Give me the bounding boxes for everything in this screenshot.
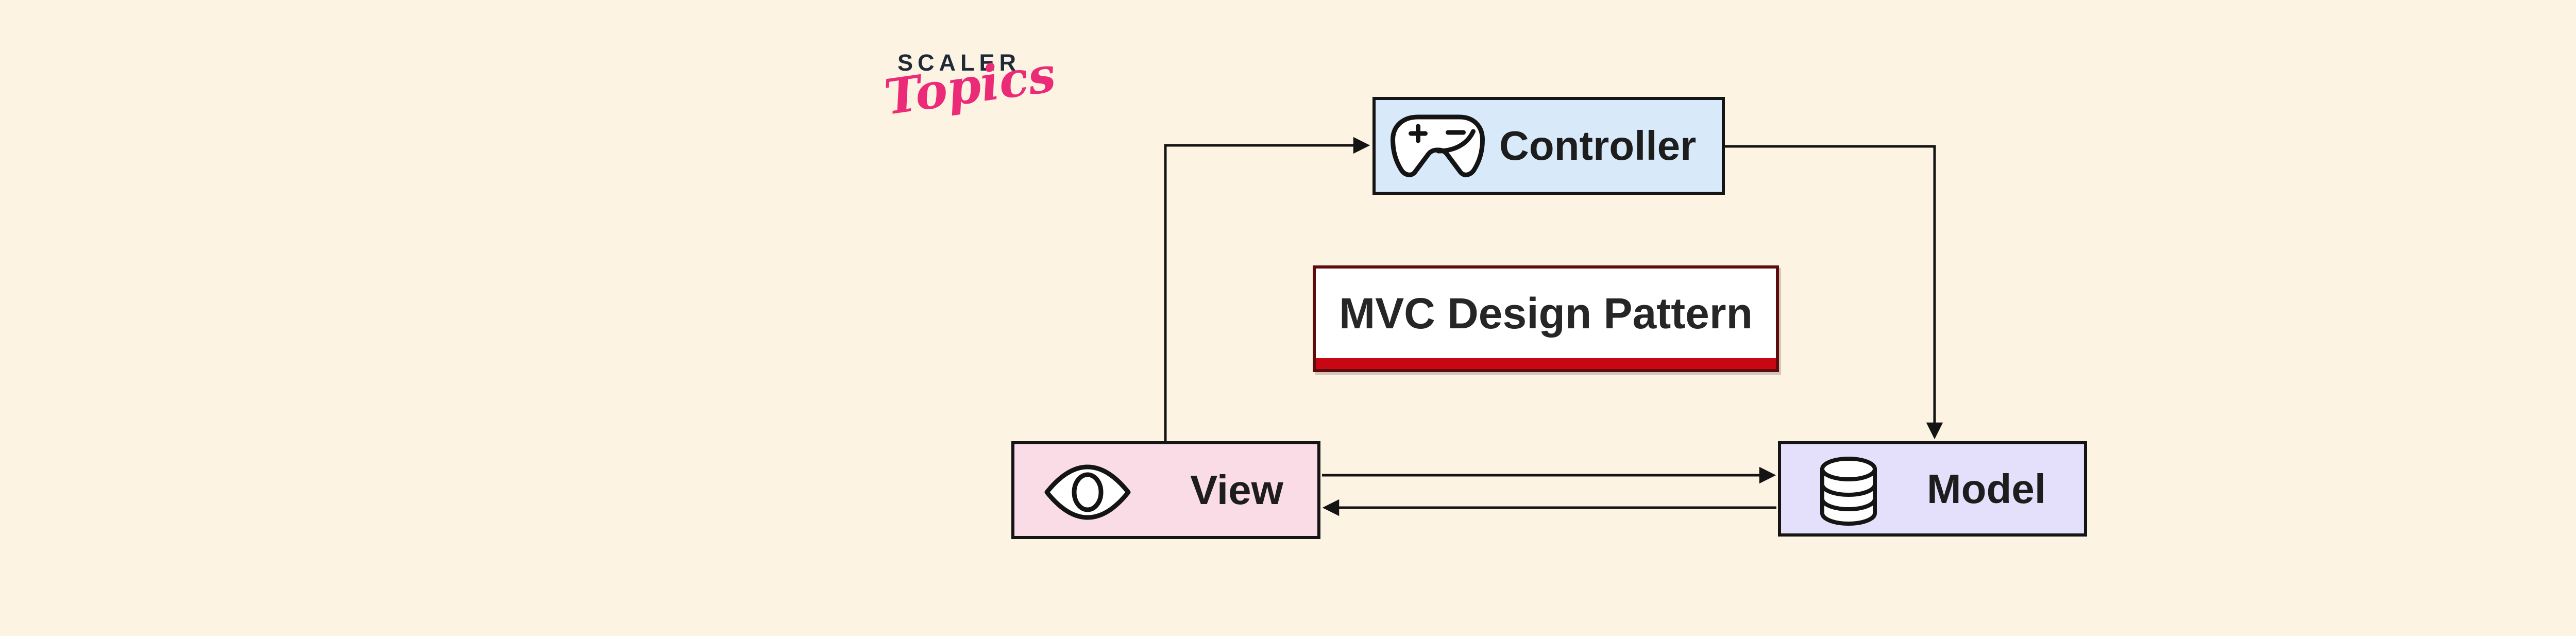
node-model: Model [1778,441,2087,537]
logo-brand-text: SCALER [897,49,1021,76]
model-label: Model [1927,465,2046,512]
controller-label: Controller [1499,123,1697,169]
eye-icon [1044,464,1131,520]
node-view: View [1011,441,1320,539]
scaler-topics-logo: SCALER Topics [876,41,1059,165]
node-controller: Controller [1372,97,1725,195]
database-icon [1820,457,1877,526]
title-red-underline [1316,358,1776,369]
diagram-title-box: MVC Design Pattern [1313,265,1779,372]
view-label: View [1190,467,1283,513]
diagram-title: MVC Design Pattern [1339,289,1753,338]
gamepad-icon [1391,114,1485,177]
